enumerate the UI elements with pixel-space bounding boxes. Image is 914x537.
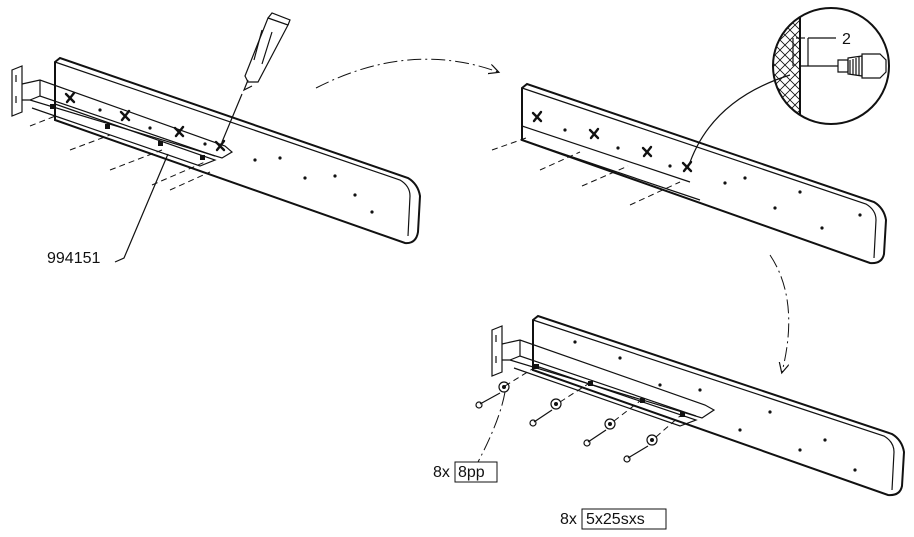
- step-arrow-2-to-3: [769, 254, 790, 372]
- screw-quantity-callout: 8x 5x25sxs: [560, 508, 667, 530]
- washer-icon: [550, 398, 562, 410]
- wall-bracket-step-3: [491, 325, 716, 427]
- step-2-drill-holes: 2: [491, 7, 890, 265]
- screw-icon: [475, 392, 501, 409]
- pencil-icon: [221, 12, 291, 143]
- screw-set-1: [475, 367, 535, 409]
- screw-set-2: [529, 383, 589, 427]
- washer-icon: [646, 434, 658, 446]
- wall-bracket-step-1: [11, 65, 234, 167]
- board-step-1: [54, 56, 422, 245]
- x-marks-step-1: [64, 91, 226, 152]
- washer-icon: [498, 381, 510, 393]
- part-number-label: 994151: [47, 250, 100, 267]
- drill-icon: [800, 53, 887, 79]
- screw-code: 5x25sxs: [586, 511, 645, 528]
- board-step-3: [532, 314, 906, 497]
- screw-icon: [529, 409, 553, 427]
- washer-quantity-callout: 8x 8pp: [433, 461, 498, 483]
- screw-quantity: 8x: [560, 511, 577, 528]
- screw-icon: [583, 429, 607, 447]
- washer-icon: [604, 418, 616, 430]
- step-3-fasten-bracket: 8x 8pp 8x 5x25sxs: [433, 314, 906, 530]
- screw-set-4: [623, 415, 681, 463]
- screw-icon: [623, 445, 649, 463]
- part-number-callout: 994151: [47, 153, 169, 267]
- detail-callout-label: 2: [842, 31, 851, 48]
- washer-code: 8pp: [458, 464, 485, 481]
- washer-quantity: 8x: [433, 464, 450, 481]
- board-step-2: [521, 82, 888, 265]
- step-arrow-1-to-2: [315, 58, 498, 89]
- screw-set-3: [583, 400, 641, 447]
- drill-detail-view: 2: [772, 7, 890, 125]
- step-1-mark-holes: 994151: [11, 12, 422, 267]
